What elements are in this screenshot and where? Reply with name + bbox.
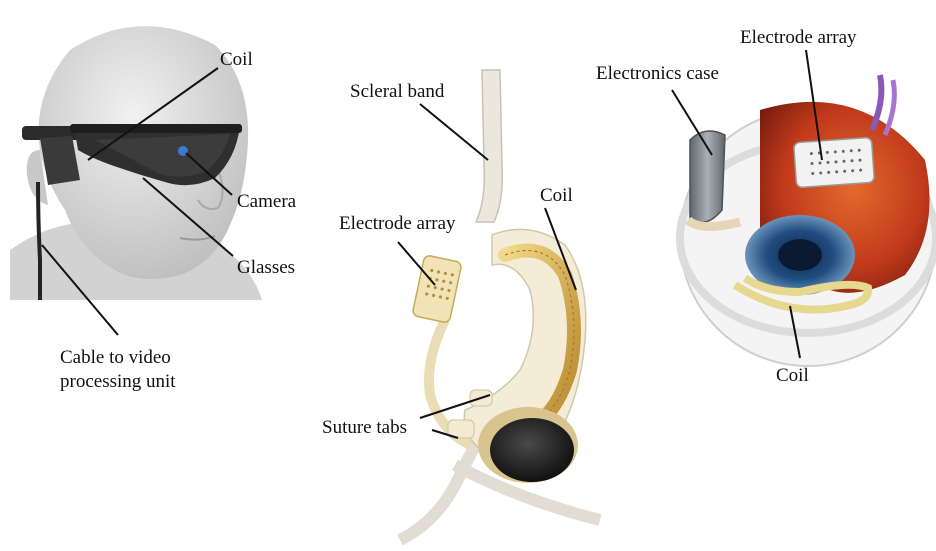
label-glasses: Glasses <box>237 258 295 279</box>
label-coil-eye: Coil <box>776 366 809 387</box>
label-coil-glasses: Coil <box>220 50 253 71</box>
implant-illustration <box>400 70 600 540</box>
label-suture-tabs: Suture tabs <box>322 418 407 439</box>
cable-to-processor <box>38 182 40 300</box>
label-camera: Camera <box>237 192 296 213</box>
eye-illustration <box>680 75 936 366</box>
label-cable: Cable to video processing unit <box>60 346 176 394</box>
label-electronics-case: Electronics case <box>596 64 719 85</box>
label-scleral-band: Scleral band <box>350 82 444 103</box>
label-coil-implant: Coil <box>540 186 573 207</box>
label-electrode-array-eye: Electrode array <box>740 28 857 49</box>
label-electrode-array-implant: Electrode array <box>339 214 456 235</box>
